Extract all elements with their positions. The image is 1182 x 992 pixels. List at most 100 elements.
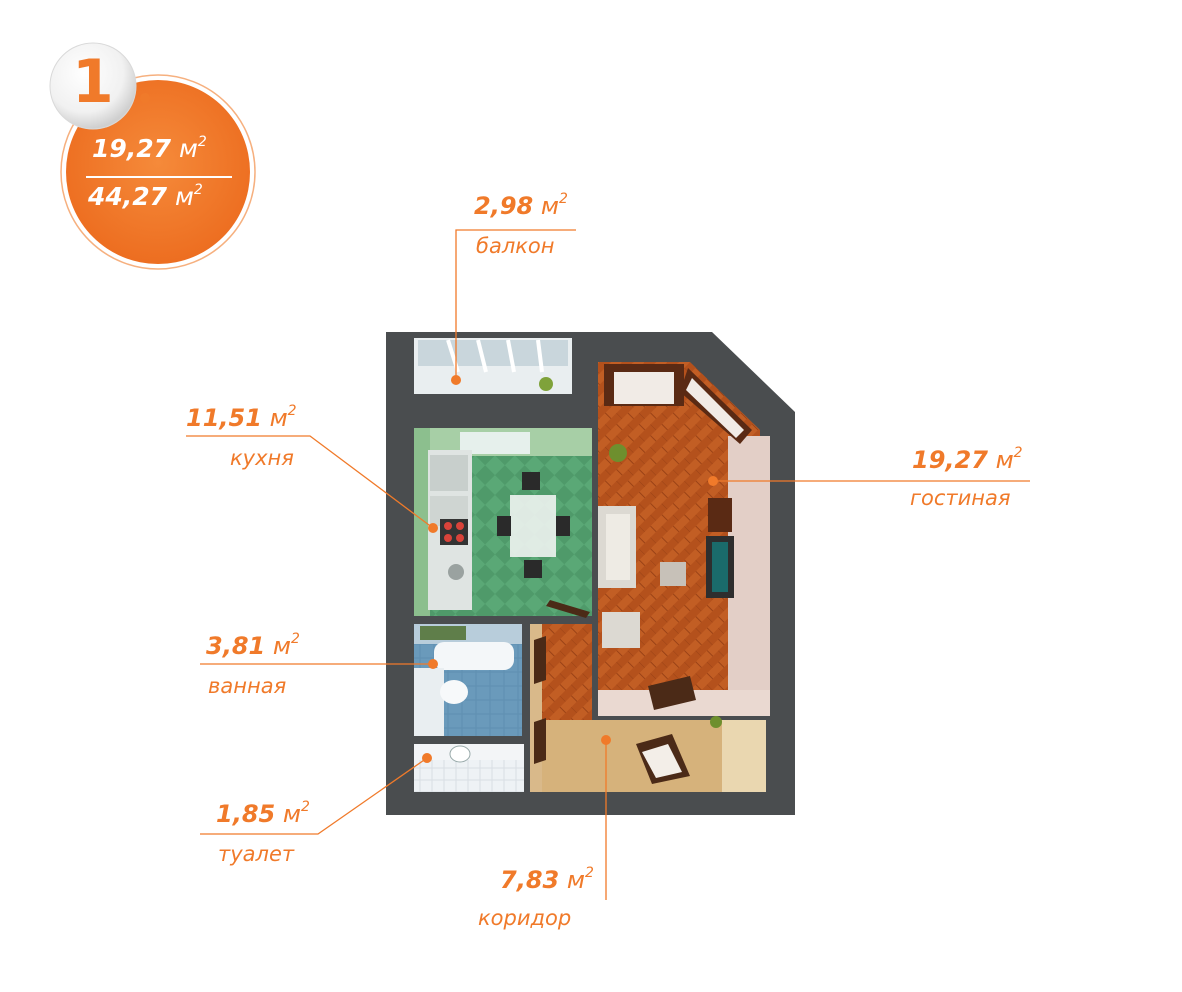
leader-toilet <box>200 757 428 835</box>
living-floor <box>598 362 760 690</box>
dot-bathroom <box>428 659 438 669</box>
tv-stand <box>708 498 732 532</box>
leader-balcony <box>455 229 576 380</box>
balcony-area-value: 2,98 <box>474 192 534 220</box>
area-unit: м <box>995 446 1014 474</box>
area-unit: м <box>540 192 559 220</box>
bathroom-door <box>534 636 546 684</box>
living-plant-icon <box>609 444 627 462</box>
area-unit-power: 2 <box>300 799 310 815</box>
badge-circle <box>66 80 250 264</box>
badge-living-area-unit: м <box>179 134 198 163</box>
tv-screen <box>712 542 728 592</box>
badge-living-area-value: 19,27 <box>92 134 172 163</box>
area-unit: м <box>566 866 585 894</box>
badge-living-area: 19,27 м2 <box>92 134 207 163</box>
coffee-table <box>660 562 686 586</box>
corridor-area-label: 7,83 м2 <box>500 865 594 894</box>
living-wall-right <box>728 436 770 716</box>
stove-burner-icon <box>456 534 464 542</box>
corridor-right-wall <box>722 720 766 792</box>
area-unit-power: 2 <box>287 403 297 419</box>
living-area-value: 19,27 <box>912 446 988 474</box>
balcony-frame <box>476 339 488 373</box>
balcony-name-label: балкон <box>476 234 555 258</box>
bathroom-room <box>414 624 522 736</box>
badge-total-area-power: 2 <box>193 181 203 198</box>
washbasin-icon <box>440 680 468 704</box>
armchair <box>602 612 640 648</box>
corridor-room <box>530 624 766 792</box>
badge-number-dot <box>140 93 150 103</box>
toilet-area-label: 1,85 м2 <box>216 799 310 828</box>
badge-total-area-unit: м <box>175 182 194 211</box>
badge-total-area: 44,27 м2 <box>88 182 203 211</box>
washing-machine-icon <box>420 626 466 640</box>
stove-icon <box>440 519 468 545</box>
sofa-seat <box>606 514 630 580</box>
area-unit: м <box>269 404 288 432</box>
toilet-room <box>414 744 524 792</box>
living-room <box>598 362 770 716</box>
leader-dots <box>422 375 718 763</box>
area-unit-power: 2 <box>584 865 594 881</box>
chair <box>556 516 570 536</box>
kitchen-wall-left <box>414 428 430 616</box>
living-wall-bottom <box>598 690 770 716</box>
kitchen-room <box>414 428 592 618</box>
dot-kitchen <box>428 523 438 533</box>
kitchen-door <box>546 600 590 618</box>
chair <box>497 516 511 536</box>
kitchen-area-value: 11,51 <box>186 404 262 432</box>
kitchen-name-label: кухня <box>230 446 294 470</box>
fridge <box>430 455 468 491</box>
balcony-room <box>414 338 572 394</box>
balcony-frame <box>506 339 516 373</box>
bathroom-area-label: 3,81 м2 <box>206 631 300 660</box>
area-unit-power: 2 <box>1013 445 1023 461</box>
area-unit: м <box>282 800 301 828</box>
balcony-frame <box>536 339 544 373</box>
dot-toilet <box>422 753 432 763</box>
toilet-name-label: туалет <box>218 842 295 866</box>
bathtub-icon <box>434 642 514 670</box>
living-door <box>648 676 696 710</box>
bathroom-tile-wall <box>414 668 444 736</box>
badge-ring <box>60 74 256 270</box>
corridor-door-inner <box>642 744 682 778</box>
dot-balcony <box>451 375 461 385</box>
balcony-area-label: 2,98 м2 <box>474 191 568 220</box>
toilet-area-value: 1,85 <box>216 800 276 828</box>
corridor-name-label: коридор <box>478 906 572 930</box>
badge-number-bubble <box>49 42 137 130</box>
stove-burner-icon <box>456 522 464 530</box>
stove-burner-icon <box>444 534 452 542</box>
dining-table <box>510 495 556 557</box>
bathroom-name-label: ванная <box>208 674 287 698</box>
apartment-number: 1 <box>72 47 114 117</box>
kitchen-window <box>460 432 530 454</box>
toilet-icon <box>449 745 471 763</box>
area-unit-power: 2 <box>558 191 568 207</box>
dot-corridor <box>601 735 611 745</box>
sink-icon <box>448 564 464 580</box>
living-area-label: 19,27 м2 <box>912 445 1023 474</box>
chair <box>524 560 542 578</box>
bathroom-area-value: 3,81 <box>206 632 266 660</box>
area-unit: м <box>272 632 291 660</box>
living-name-label: гостиная <box>910 486 1011 510</box>
area-unit-power: 2 <box>290 631 300 647</box>
badge-total-area-value: 44,27 <box>88 182 168 211</box>
balcony-glass <box>418 340 568 366</box>
living-window-right-glass <box>686 378 744 438</box>
leader-lines <box>186 229 1030 900</box>
leader-kitchen <box>186 435 434 529</box>
kitchen-area-label: 11,51 м2 <box>186 403 297 432</box>
chair <box>522 472 540 490</box>
balcony-plant-icon <box>539 377 553 391</box>
living-window-left-glass <box>614 372 674 404</box>
toilet-door <box>534 718 546 764</box>
corridor-area-value: 7,83 <box>500 866 560 894</box>
